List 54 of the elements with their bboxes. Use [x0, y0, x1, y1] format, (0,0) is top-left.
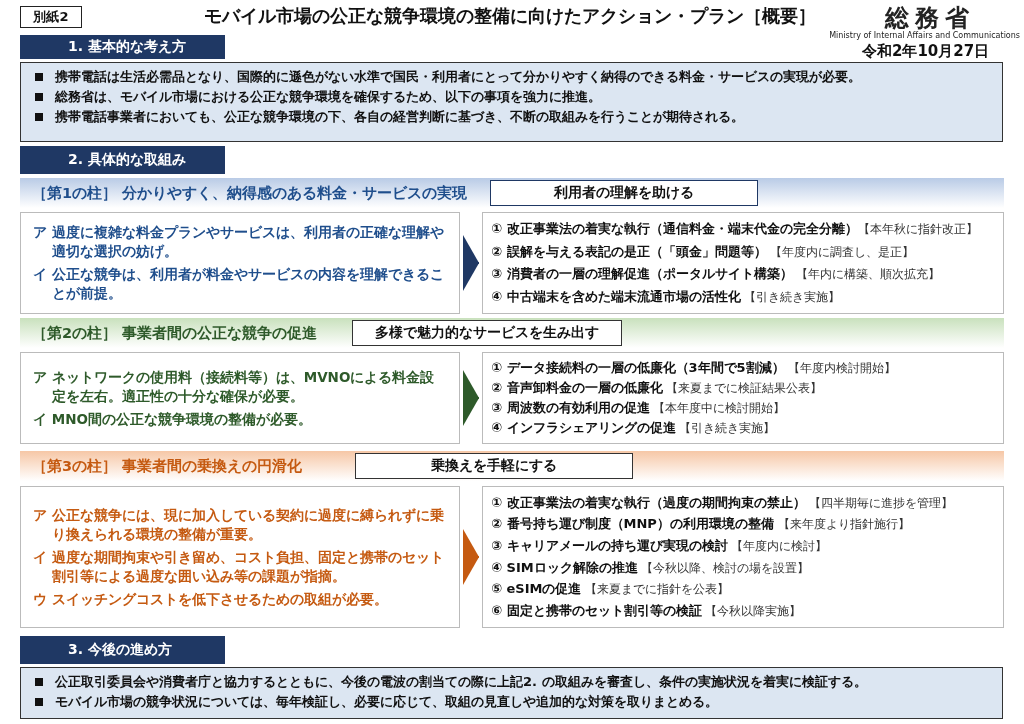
list-item: ④ SIMロック解除の推進 【今秋以降、検討の場を設置】 — [491, 558, 811, 577]
title: モバイル市場の公正な競争環境の整備に向けたアクション・プラン［概要］ — [203, 4, 817, 28]
text-box — [20, 352, 460, 444]
arrow — [462, 235, 480, 291]
point-text: ア ネットワークの使用料（接続料等）は、MVNOによる料金設定を左右。適正性の十分な確保が必要。 — [33, 367, 436, 406]
subtitle-box: 乗換えを手軽にする — [355, 453, 633, 479]
bullet-box — [20, 667, 1003, 719]
org-name: 総務省 — [885, 3, 975, 32]
list-item: ② 番号持ち運び制度（MNP）の利用環境の整備 【来年度より指針施行】 — [491, 515, 911, 534]
list-item: ③ 周波数の有効利用の促進 【本年度中に検討開始】 — [491, 399, 787, 417]
org-subtitle: Ministry of Internal Affairs and Communications — [829, 31, 1020, 40]
pillar-heading: ［第2の柱］ 事業者間の公正な競争の促進 — [31, 323, 318, 343]
list-item: ② 誤解を与える表記の是正（「頭金」問題等） 【年度内に調査し、是正】 — [491, 242, 916, 261]
pillar-heading: ［第1の柱］ 分かりやすく、納得感のある料金・サービスの実現 — [31, 183, 468, 203]
section-header: 3. 今後の進め方 — [20, 636, 225, 664]
list-item: ② 音声卸料金の一層の低廉化 【来夏までに検証結果公表】 — [491, 379, 824, 397]
list-item: ⑥ 固定と携帯のセット割引等の検証 【今秋以降実施】 — [491, 602, 803, 621]
list-box — [482, 352, 1004, 444]
pillar-band — [20, 451, 1004, 481]
list-item: ④ インフラシェアリングの促進 【引き続き実施】 — [491, 419, 777, 437]
pillar-band — [20, 318, 1004, 348]
point-text: イ MNO間の公正な競争環境の整備が必要。 — [33, 409, 313, 429]
bullet-text: 携帯電話事業者においても、公正な競争環境の下、各自の経営判断に基づき、不断の取組みを行うことが期待される。 — [29, 107, 994, 127]
list-item: ① 改正事業法の着実な執行（通信料金・端末代金の完全分離）【本年秋に指針改正】 — [491, 220, 979, 239]
point-text: ウ スイッチングコストを低下させるための取組が必要。 — [33, 589, 389, 609]
list-item: ① データ接続料の一層の低廉化（3年間で5割減） 【年度内検討開始】 — [491, 359, 898, 377]
arrow — [462, 529, 480, 585]
list-box — [482, 486, 1004, 628]
list-box — [482, 212, 1004, 314]
bullet-text: 総務省は、モバイル市場における公正な競争環境を確保するため、以下の事項を強力に推進。 — [29, 87, 994, 107]
list-item: ③ 消費者の一層の理解促進（ポータルサイト構築） 【年内に構築、順次拡充】 — [491, 265, 942, 284]
point-text: イ 過度な期間拘束や引き留め、コスト負担、固定と携帯のセット割引等による過度な囲い込み等の課題が指摘。 — [33, 547, 445, 586]
pillar-heading: ［第3の柱］ 事業者間の乗換えの円滑化 — [31, 456, 303, 476]
point-text: ア 過度に複雑な料金プランやサービスは、利用者の正確な理解や適切な選択の妨げ。 — [33, 223, 445, 261]
arrow — [462, 370, 480, 426]
point-text: ア 公正な競争には、現に加入している契約に過度に縛られずに乗り換えられる環境の整備が重要。 — [33, 505, 445, 544]
bullet-text: モバイル市場の競争状況については、毎年検証し、必要に応じて、取組の見直しや追加的な対策を取りまとめる。 — [29, 692, 994, 712]
subtitle-box: 利用者の理解を助ける — [490, 180, 758, 206]
pillar-band — [20, 178, 1004, 208]
bullet-text: 携帯電話は生活必需品となり、国際的に遜色がない水準で国民・利用者にとって分かりやすく納得のできる料金・サービスの実現が必要。 — [29, 67, 994, 87]
section-header: 2. 具体的な取組み — [20, 146, 225, 174]
section-header: 1. 基本的な考え方 — [20, 35, 225, 59]
list-item: ① 改正事業法の着実な執行（過度の期間拘束の禁止） 【四半期毎に進捗を管理】 — [491, 493, 955, 512]
point-text: イ 公正な競争は、利用者が料金やサービスの内容を理解できることが前提。 — [33, 265, 445, 303]
text-box — [20, 212, 460, 314]
list-item: ④ 中古端末を含めた端末流通市場の活性化 【引き続き実施】 — [491, 287, 842, 306]
list-item: ③ キャリアメールの持ち運び実現の検討 【年度内に検討】 — [491, 537, 829, 556]
subtitle-box: 多様で魅力的なサービスを生み出す — [352, 320, 622, 346]
list-item: ⑤ eSIMの促進 【来夏までに指針を公表】 — [491, 580, 731, 599]
label-tag: 別紙2 — [20, 6, 82, 28]
bullet-box — [20, 62, 1003, 142]
date-text: 令和2年10月27日 — [862, 42, 990, 61]
text-box — [20, 486, 460, 628]
bullet-text: 公正取引委員会や消費者庁と協力するとともに、今後の電波の割当ての際に上記2. の取組みを審査し、条件の実施状況を着実に検証する。 — [29, 672, 994, 692]
